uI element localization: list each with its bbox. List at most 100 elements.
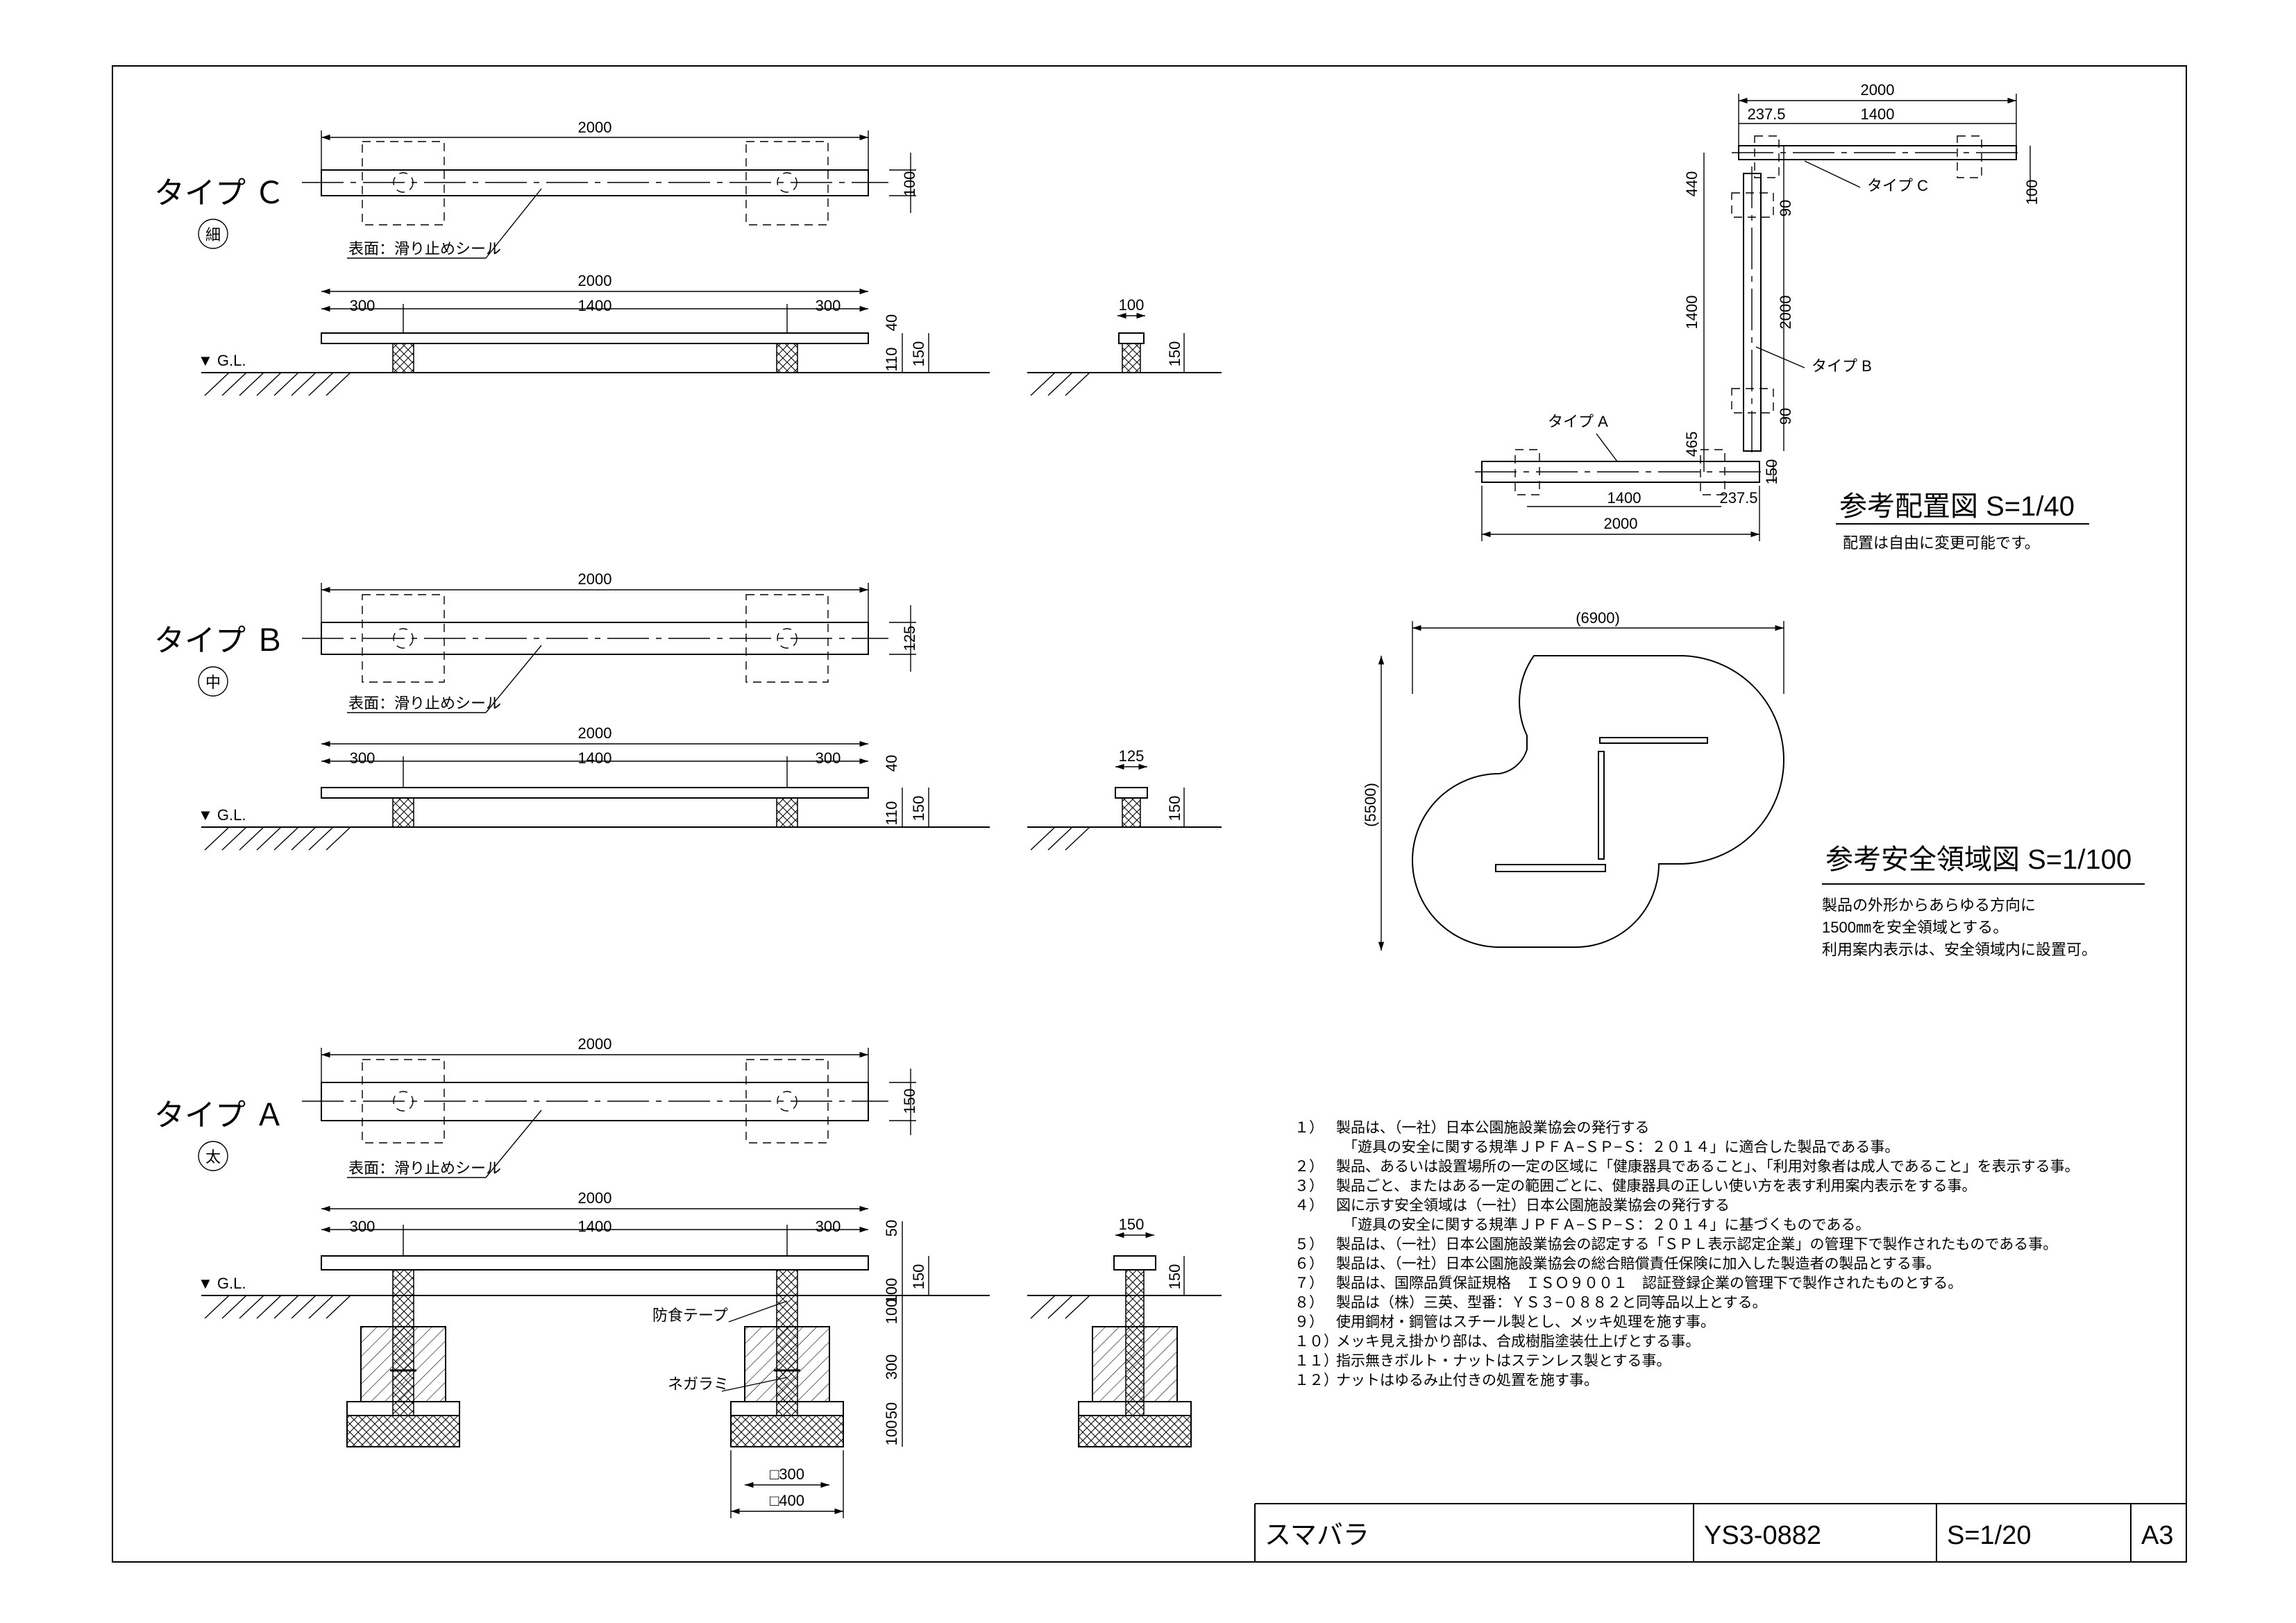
layout-type-c: タイプ C — [1867, 177, 1928, 194]
safety-line-1: 製品の外形からあらゆる方向に — [1822, 897, 2036, 914]
type-a-beam-elev — [321, 1255, 869, 1271]
type-b-height-dim: 150 — [910, 796, 927, 822]
note-text: 製品は（株）三英、型番：ＹＳ３−０８８２と同等品以上とする。 — [1336, 1295, 1767, 1311]
product-name: スマバラ — [1265, 1521, 1369, 1550]
type-b-label: タイプ Ｂ — [154, 624, 285, 658]
type-b-plan-length: 2000 — [578, 570, 612, 588]
layout-d2000-top: 2000 — [1861, 81, 1895, 99]
safety-width: (6900) — [1576, 609, 1620, 627]
sheet-border — [112, 65, 2187, 1563]
type-c-side-height: 150 — [1166, 341, 1183, 367]
type-a-fnd-100: 100 — [883, 1420, 900, 1446]
safety-area: (6900) (5500) 参考安全領域図 S=1/100 製品の外形からあらゆ… — [1362, 609, 2145, 958]
note-num: ９） — [1294, 1314, 1324, 1330]
type-c-elev-length: 2000 — [578, 272, 612, 289]
note-num: １１） — [1294, 1353, 1338, 1369]
type-a-fnd-50: 50 — [883, 1402, 900, 1419]
note-num: ４） — [1294, 1198, 1324, 1214]
note-num: １０） — [1294, 1334, 1338, 1350]
type-b-beam-elev — [321, 787, 869, 799]
type-c-top-dim: 40 — [883, 314, 900, 331]
type-a-end-right: 300 — [816, 1218, 841, 1235]
type-a-end-left: 300 — [350, 1218, 375, 1235]
layout-d100: 100 — [2023, 180, 2041, 205]
type-a-leg-dim: 100 — [883, 1278, 900, 1304]
note-text: 「遊具の安全に関する規準ＪＰＦＡ−ＳＰ−Ｓ：２０１４」に適合した製品である事。 — [1343, 1139, 1899, 1155]
type-a-label: タイプ Ａ — [154, 1098, 285, 1132]
note-text: メッキ見え掛かり部は、合成樹脂塗装仕上げとする事。 — [1336, 1334, 1700, 1350]
type-a-plan-length: 2000 — [578, 1035, 612, 1053]
type-b-side-height: 150 — [1166, 796, 1183, 822]
type-c-end-right: 300 — [816, 297, 841, 314]
type-a-span: 1400 — [578, 1218, 612, 1235]
type-a-top-dim: 50 — [883, 1220, 900, 1237]
title-block: スマバラ YS3-0882 S=1/20 A3 — [1254, 1503, 2186, 1562]
type-c-section: タイプ Ｃ 細 2000 100 表面：滑り止めシール 2000 300 140… — [154, 119, 1222, 396]
type-c-surface-label: 表面：滑り止めシール — [348, 240, 501, 257]
note-num: ７） — [1294, 1275, 1324, 1291]
type-c-label: タイプ Ｃ — [154, 176, 285, 210]
note-num: ５） — [1294, 1237, 1324, 1252]
type-a-section: タイプ Ａ 太 2000 150 表面：滑り止めシール 2000 300 140… — [154, 1035, 1222, 1518]
safety-title: 参考安全領域図 S=1/100 — [1825, 844, 2132, 875]
note-text: 製品は、国際品質保証規格 ＩＳＯ９００１ 認証登録企業の管理下で製作されたものと… — [1336, 1275, 1962, 1291]
type-a-height-dim: 150 — [910, 1264, 927, 1290]
type-b-section: タイプ Ｂ 中 2000 125 表面：滑り止めシール 2000 300 140… — [154, 570, 1222, 851]
type-c-size-circle — [198, 219, 228, 249]
type-a-side-width: 150 — [1119, 1216, 1145, 1233]
type-c-height-dim: 150 — [910, 341, 927, 367]
type-b-end-left: 300 — [350, 749, 375, 767]
layout-plan-subtitle: 配置は自由に変更可能です。 — [1843, 534, 2040, 552]
paper-size: A3 — [2141, 1521, 2173, 1550]
layout-type-a: タイプ A — [1548, 413, 1608, 430]
type-a-width: 150 — [901, 1089, 918, 1114]
safety-line-3: 利用案内表示は、安全領域内に設置可。 — [1822, 941, 2097, 958]
type-a-side-height: 150 — [1166, 1264, 1183, 1290]
type-b-gl: ▼ G.L. — [198, 806, 246, 824]
layout-d2000-vert: 2000 — [1777, 296, 1794, 330]
type-b-elev-length: 2000 — [578, 724, 612, 742]
layout-d90-bot: 90 — [1777, 408, 1794, 425]
note-text: 製品ごと、またはある一定の範囲ごとに、健康器具の正しい使い方を表す利用案内表示を… — [1336, 1178, 1977, 1194]
type-c-beam-elev — [321, 332, 869, 344]
note-num: ８） — [1294, 1295, 1324, 1311]
layout-d90-top: 90 — [1777, 200, 1794, 216]
type-b-size-mark: 中 — [205, 674, 221, 691]
type-a-size-mark: 太 — [205, 1148, 221, 1166]
drawing-scale: S=1/20 — [1947, 1521, 2032, 1550]
type-c-gl: ▼ G.L. — [198, 352, 246, 369]
layout-plan: 2000 237.5 1400 タイプ C 100 90 2000 90 440… — [1475, 81, 2089, 552]
layout-d1400-top: 1400 — [1861, 105, 1895, 123]
type-b-end-right: 300 — [816, 749, 841, 767]
model-number: YS3-0882 — [1704, 1521, 1821, 1550]
layout-d237-bottom: 237.5 — [1719, 489, 1757, 507]
type-b-span: 1400 — [578, 749, 612, 767]
note-text: 「遊具の安全に関する規準ＪＰＦＡ−ＳＰ−Ｓ：２０１４」に基づくものである。 — [1343, 1217, 1870, 1233]
type-a-gl: ▼ G.L. — [198, 1275, 246, 1292]
layout-d440: 440 — [1683, 171, 1700, 197]
layout-d465: 465 — [1683, 432, 1700, 457]
layout-plan-title: 参考配置図 S=1/40 — [1839, 491, 2075, 522]
footing-400: □400 — [770, 1492, 804, 1509]
type-a-fnd-top: 100 — [883, 1299, 900, 1325]
notes: １）製品は、（一社）日本公園施設業協会の発行する 「遊具の安全に関する規準ＪＰＦ… — [1294, 1120, 2079, 1388]
type-b-top-dim: 40 — [883, 755, 900, 772]
note-num: ３） — [1294, 1178, 1324, 1194]
note-text: 使用鋼材・鋼管はスチール製とし、メッキ処理を施す事。 — [1336, 1314, 1715, 1330]
layout-type-b: タイプ B — [1812, 357, 1872, 375]
note-num: ２） — [1294, 1159, 1324, 1175]
safety-line-2: 1500㎜を安全領域とする。 — [1822, 919, 2008, 936]
layout-d1400-bottom: 1400 — [1607, 489, 1641, 507]
type-a-fnd-300: 300 — [883, 1354, 900, 1380]
corrosion-tape-label: 防食テープ — [652, 1307, 728, 1324]
type-c-leg-dim: 110 — [883, 347, 900, 371]
note-num: １） — [1294, 1120, 1324, 1136]
type-c-plan-length: 2000 — [578, 119, 612, 136]
negarami-label: ネガラミ — [668, 1375, 729, 1393]
safety-height: (5500) — [1362, 783, 1379, 827]
footing-300: □300 — [770, 1465, 804, 1483]
type-b-width: 125 — [901, 626, 918, 652]
type-b-side-width: 125 — [1119, 747, 1145, 765]
layout-d1400-vert: 1400 — [1683, 296, 1700, 330]
